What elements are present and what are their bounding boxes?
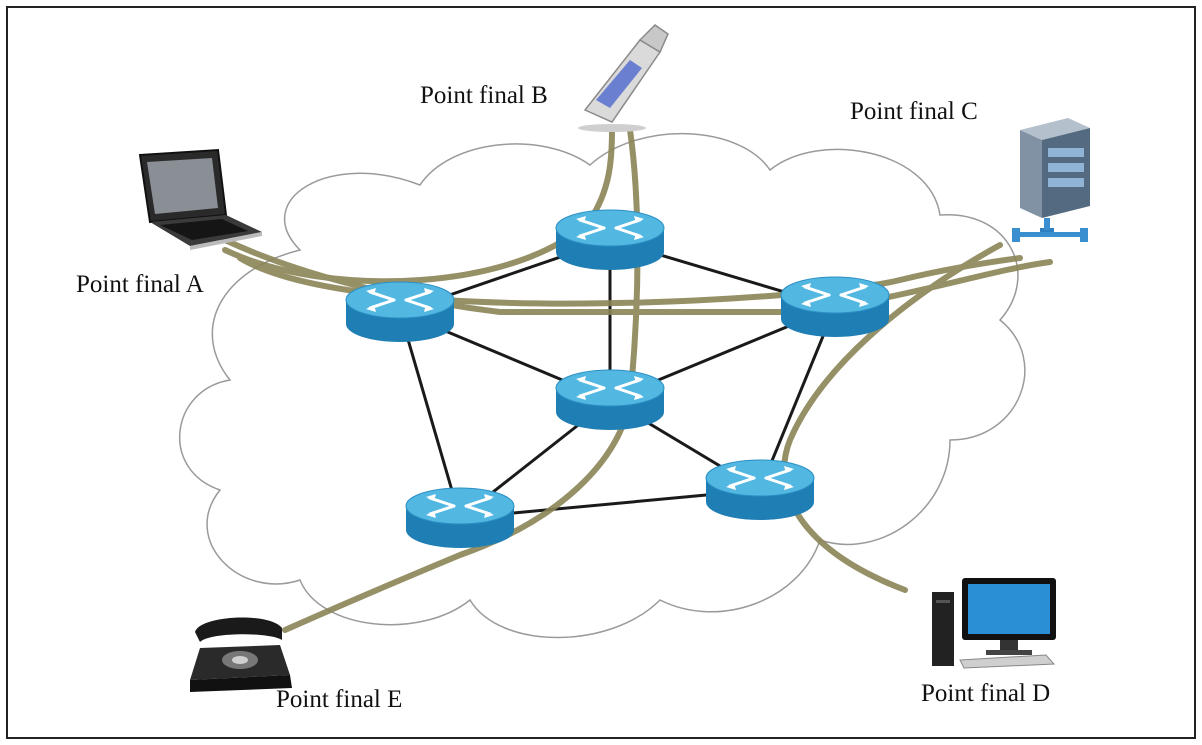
diagram-frame [6,6,1196,739]
router-icon [705,458,815,522]
router-icon [405,486,515,550]
endpoint-label-b: Point final B [420,82,548,109]
rotary-telephone-icon [190,617,292,692]
endpoint-label-d: Point final D [921,680,1051,707]
laptop-icon [138,148,262,250]
router-icon [780,275,890,339]
endpoint-label-c: Point final C [850,98,978,125]
endpoint-label-a: Point final A [76,271,204,298]
router-icon [345,280,455,344]
router-icon [555,368,665,432]
mobile-phone-icon [578,24,669,132]
router-icon [555,208,665,272]
desktop-computer-icon [932,578,1056,669]
endpoint-label-e: Point final E [276,686,403,713]
server-icon [1012,118,1090,242]
